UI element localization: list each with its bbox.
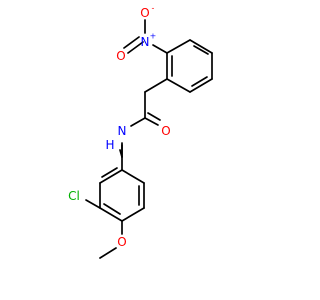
bond <box>191 76 208 87</box>
carbonyl-o-label: O <box>161 124 170 138</box>
bond <box>193 45 209 55</box>
chloromethoxyphenyl-ring <box>99 144 145 222</box>
nitrophenyl-ring <box>166 39 213 93</box>
bond <box>189 39 213 54</box>
substituent-bonds <box>85 142 123 259</box>
bond <box>130 117 146 127</box>
bond <box>121 207 145 222</box>
bond <box>101 167 118 178</box>
acetamide-bonds <box>119 78 168 158</box>
nitro-o-top-charge: - <box>152 4 155 13</box>
bond <box>121 169 145 184</box>
nitro-o-top-label: O <box>140 6 149 20</box>
nitro-o-left-label: O <box>116 49 125 63</box>
bond <box>99 247 117 259</box>
bond <box>152 44 168 54</box>
bond <box>127 41 144 54</box>
bond <box>85 199 101 209</box>
atom-labels: N + O - O O N H Cl O <box>68 4 171 250</box>
nitro-n-label: N <box>141 35 150 49</box>
bond <box>189 78 213 93</box>
bond <box>147 112 161 121</box>
molecule-structure: N + O - O O N H Cl O <box>68 4 213 259</box>
amide-n-label: N <box>118 124 127 138</box>
bond <box>144 78 168 93</box>
bond <box>166 78 191 93</box>
bond <box>123 36 140 49</box>
methoxy-o-label: O <box>117 235 126 249</box>
bond <box>166 39 191 54</box>
chlorine-label: Cl <box>68 189 80 203</box>
bond <box>99 169 123 184</box>
nitro-group-bonds <box>123 19 168 54</box>
bond <box>144 117 159 126</box>
bond <box>99 207 123 222</box>
amide-h-label: H <box>105 138 114 152</box>
bond <box>103 203 121 215</box>
nitro-n-charge: + <box>150 32 157 41</box>
